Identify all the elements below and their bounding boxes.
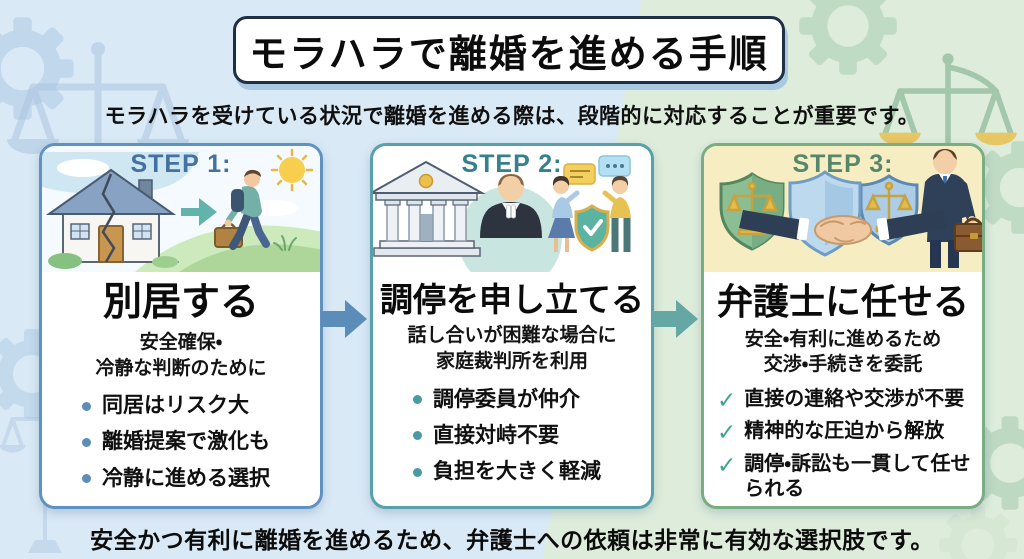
step3-card: STEP 3: 弁護士に任せる 安全・有利に進めるため 交渉・手続きを委託 ✓直… — [701, 143, 985, 509]
list-item: 調停委員が仲介 — [413, 387, 651, 413]
court-mediation-illustration — [373, 155, 631, 272]
bullet-dot-icon — [82, 438, 91, 448]
step3-label: STEP 3: — [792, 150, 894, 178]
step3-illustration — [704, 146, 982, 272]
bullet-dot-icon — [413, 431, 422, 441]
cracked-house-icon — [45, 168, 179, 269]
house-separation-illustration — [42, 146, 320, 272]
step3-bullet-list: ✓直接の連絡や交渉が不要 ✓精神的な圧迫から解放 ✓調停・訴訟も一貫して任せられ… — [704, 387, 982, 502]
courthouse-icon — [373, 160, 486, 257]
person-leaving-icon — [214, 169, 270, 250]
bullet-dot-icon — [413, 395, 422, 405]
bullet-dot-icon — [413, 467, 422, 477]
step2-to-step3-arrow-icon — [652, 300, 698, 338]
step1-bullet-list: 同居はリスク大 離婚提案で激化も 冷静に進める選択 — [42, 393, 320, 492]
step3-subtitle: 安全・有利に進めるため 交渉・手続きを委託 — [744, 328, 942, 376]
step2-label: STEP 2: — [461, 150, 563, 178]
judge-icon — [480, 174, 542, 238]
speech-bubble-icon — [563, 163, 596, 185]
list-item: 負担を大きく軽減 — [413, 459, 651, 485]
speech-bubble-icon — [598, 155, 631, 177]
handshake-icon — [739, 210, 947, 245]
step1-to-step2-arrow-icon — [321, 300, 367, 338]
check-icon: ✓ — [717, 386, 737, 413]
briefcase-icon — [954, 217, 982, 252]
bullet-dot-icon — [82, 474, 91, 484]
shield-check-icon — [574, 204, 610, 252]
sun-icon — [270, 148, 314, 192]
step2-illustration — [373, 146, 651, 272]
step1-label: STEP 1: — [130, 150, 232, 178]
step1-subtitle: 安全確保・ 冷静な判断のために — [95, 331, 267, 379]
step2-bullet-list: 調停委員が仲介 直接対峙不要 負担を大きく軽減 — [373, 387, 651, 486]
list-item: 直接対峙不要 — [413, 423, 651, 449]
page-subtitle: モラハラを受けている状況で離婚を進める際は、段階的に対応することが重要です。 — [104, 105, 920, 128]
list-item: ✓直接の連絡や交渉が不要 — [717, 386, 965, 413]
step1-illustration — [42, 146, 320, 272]
step2-title: 調停を申し立てる — [380, 281, 644, 318]
step2-card: STEP 2: 調停を申し立てる 話し合いが困難な場合に 家庭裁判所を利用 調停… — [370, 143, 654, 509]
check-icon: ✓ — [717, 419, 737, 446]
list-item: ✓精神的な圧迫から解放 — [717, 419, 945, 446]
main-title-box: モラハラで離婚を進める手順 — [233, 16, 785, 84]
step1-title: 別居する — [102, 281, 259, 324]
list-item: 冷静に進める選択 — [82, 466, 320, 492]
step1-card: STEP 1: 別居する 安全確保・ 冷静な判断のために 同居はリスク大 離婚提… — [39, 143, 323, 509]
page-title: モラハラで離婚を進める手順 — [249, 33, 769, 76]
woman-icon — [548, 176, 580, 252]
step2-subtitle: 話し合いが困難な場合に 家庭裁判所を利用 — [407, 325, 617, 372]
arguing-couple-icon — [548, 155, 631, 252]
lawyer-handshake-illustration — [719, 149, 982, 268]
man-icon — [602, 176, 631, 252]
gear-icon — [799, 0, 897, 75]
arrow-right-icon — [181, 198, 217, 226]
footer-note: 安全かつ有利に離婚を進めるため、弁護士への依頼は非常に有効な選択肢です。 — [90, 527, 934, 553]
list-item: 同居はリスク大 — [82, 393, 320, 419]
list-item: 離婚提案で激化も — [82, 429, 320, 455]
bullet-dot-icon — [82, 401, 91, 411]
check-icon: ✓ — [717, 451, 737, 478]
list-item: ✓調停・訴訟も一貫して任せられる — [717, 451, 971, 500]
step3-title: 弁護士に任せる — [716, 281, 969, 322]
